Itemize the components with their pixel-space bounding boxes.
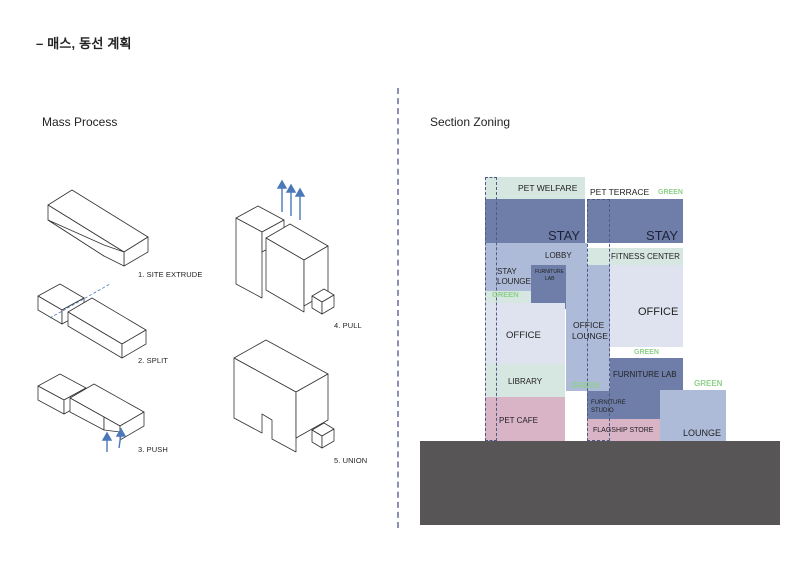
mass-pull [235, 205, 335, 315]
zone-lounge [660, 390, 726, 441]
zone-lobby [531, 243, 587, 265]
ground-block [420, 441, 780, 525]
label-furniture-studio-line2: STUDIO [591, 408, 614, 414]
label-fitness-center: FITNESS CENTER [611, 252, 680, 261]
circulation-core-right [587, 199, 610, 441]
mass-site-extrude [47, 189, 149, 267]
pull-arrows [276, 179, 306, 220]
step-label-site-extrude: 1. SITE EXTRUDE [138, 270, 203, 279]
section-divider [397, 88, 399, 528]
label-green-left: GREEN [492, 290, 519, 299]
label-green-lounge: GREEN [694, 379, 723, 388]
mass-union [233, 339, 335, 453]
zone-furniture-lab [610, 358, 683, 391]
circulation-core-left [485, 177, 497, 441]
mass-process-title: Mass Process [42, 115, 118, 129]
step-label-push: 3. PUSH [138, 445, 168, 454]
step-label-union: 5. UNION [334, 456, 368, 465]
mass-split [37, 283, 147, 359]
zone-library [485, 364, 565, 397]
section-zoning-title: Section Zoning [430, 115, 511, 129]
split-line [49, 283, 111, 319]
zone-green-right [610, 347, 683, 358]
label-stay-right: STAY [646, 228, 679, 243]
label-office-right: OFFICE [638, 306, 679, 318]
push-arrows [101, 427, 127, 452]
zone-office-right [610, 265, 683, 347]
label-pet-cafe: PET CAFE [499, 416, 538, 425]
label-green-right: GREEN [634, 349, 659, 356]
zone-pet-terrace [587, 185, 683, 199]
label-stay-left: STAY [548, 228, 581, 243]
label-pet-welfare: PET WELFARE [518, 183, 578, 193]
mass-process-diagram [37, 179, 335, 453]
label-furniture-studio-line1: FURNITURE [591, 400, 626, 406]
zone-flagship-store [587, 419, 660, 441]
label-stay-lounge-line1: STAY [497, 267, 517, 276]
zone-furniture-lab-small [531, 265, 566, 309]
label-furniture-lab-small-line2: LAB [545, 276, 555, 282]
label-green-top: GREEN [658, 189, 683, 196]
zone-pet-welfare [485, 177, 585, 199]
label-office-lounge-line1: OFFICE [573, 320, 605, 330]
step-label-pull: 4. PULL [334, 321, 362, 330]
zone-office-lounge [566, 265, 610, 391]
label-flagship-store: FLAGSHIP STORE [593, 427, 654, 434]
zone-furniture-studio [587, 391, 660, 419]
zone-stay-left [485, 199, 585, 243]
label-library: LIBRARY [508, 377, 543, 386]
mass-push [37, 373, 145, 441]
zone-pet-cafe [485, 397, 565, 441]
zone-stay-lounge [485, 243, 533, 291]
label-green-library: GREEN [571, 381, 600, 390]
label-lounge: LOUNGE [683, 428, 722, 438]
label-furniture-lab-small-line1: FURNITURE [535, 269, 564, 275]
zone-stay-right [587, 199, 683, 243]
label-office-left: OFFICE [506, 330, 541, 341]
step-label-split: 2. SPLIT [138, 356, 168, 365]
zone-office-left [485, 303, 565, 364]
label-stay-lounge-line2: LOUNGE [497, 277, 531, 286]
label-furniture-lab: FURNITURE LAB [613, 370, 677, 379]
page-title: – 매스, 동선 계획 [36, 36, 132, 51]
zone-fitness-center [587, 248, 683, 265]
label-office-lounge-line2: LOUNGE [572, 331, 608, 341]
label-pet-terrace: PET TERRACE [590, 187, 650, 197]
label-lobby: LOBBY [545, 251, 572, 260]
